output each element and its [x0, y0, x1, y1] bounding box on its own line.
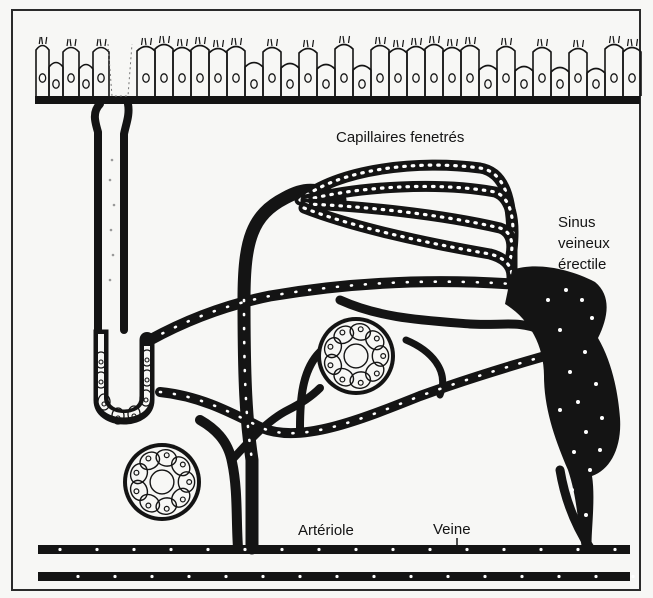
vessel-hole — [132, 548, 135, 551]
sinus-hole — [564, 288, 568, 292]
vessel-hole — [520, 575, 523, 578]
vessel-hole — [465, 548, 468, 551]
vessel-hole — [206, 548, 209, 551]
vessel-hole — [539, 548, 542, 551]
vessel-hole — [502, 548, 505, 551]
sinus-hole — [600, 416, 604, 420]
label-sinus: Sinus veineux érectile — [558, 212, 610, 275]
vessel-hole — [483, 575, 486, 578]
vessel-hole — [169, 548, 172, 551]
vessel-hole — [335, 575, 338, 578]
label-sinus-3: érectile — [558, 254, 610, 275]
sinus-hole — [588, 468, 592, 472]
vessel-hole — [354, 548, 357, 551]
sinus-hole — [572, 450, 576, 454]
label-capillaires: Capillaires fenetrés — [336, 128, 464, 147]
vessel-hole — [428, 548, 431, 551]
vessel-hole — [113, 575, 116, 578]
vessel-hole — [446, 575, 449, 578]
sinus-hole — [558, 328, 562, 332]
sinus-hole — [570, 488, 574, 492]
sinus-hole — [546, 298, 550, 302]
sinus-hole — [576, 400, 580, 404]
veine-vessel — [38, 572, 630, 581]
sinus-hole — [598, 448, 602, 452]
vessel-hole — [409, 575, 412, 578]
sinus-hole — [580, 298, 584, 302]
vessel-hole — [557, 575, 560, 578]
vessel-hole — [76, 575, 79, 578]
sinus-hole — [583, 350, 587, 354]
label-sinus-1: Sinus — [558, 212, 610, 233]
vessel-hole — [187, 575, 190, 578]
gland-middle — [317, 317, 395, 395]
vessel-hole — [576, 548, 579, 551]
vessel-hole — [391, 548, 394, 551]
gland-lower — [123, 443, 201, 521]
vessel-hole — [243, 548, 246, 551]
vessel-hole — [594, 575, 597, 578]
vessel-hole — [317, 548, 320, 551]
label-sinus-2: veineux — [558, 233, 610, 254]
vessel-hole — [613, 548, 616, 551]
vessel-hole — [150, 575, 153, 578]
vessel-hole — [261, 575, 264, 578]
sinus-hole — [584, 513, 588, 517]
label-arteriole: Artériole — [298, 521, 354, 540]
sinus-hole — [590, 316, 594, 320]
vessel-hole — [372, 575, 375, 578]
label-veine: Veine — [433, 520, 471, 539]
vessel-hole — [298, 575, 301, 578]
vessel-hole — [224, 575, 227, 578]
sinus-hole — [584, 430, 588, 434]
sinus-hole — [558, 408, 562, 412]
vessel-hole — [631, 575, 634, 578]
vessel-hole — [58, 548, 61, 551]
vessel-hole — [280, 548, 283, 551]
sinus-hole — [568, 370, 572, 374]
vessel-hole — [95, 548, 98, 551]
sinus-hole — [594, 382, 598, 386]
